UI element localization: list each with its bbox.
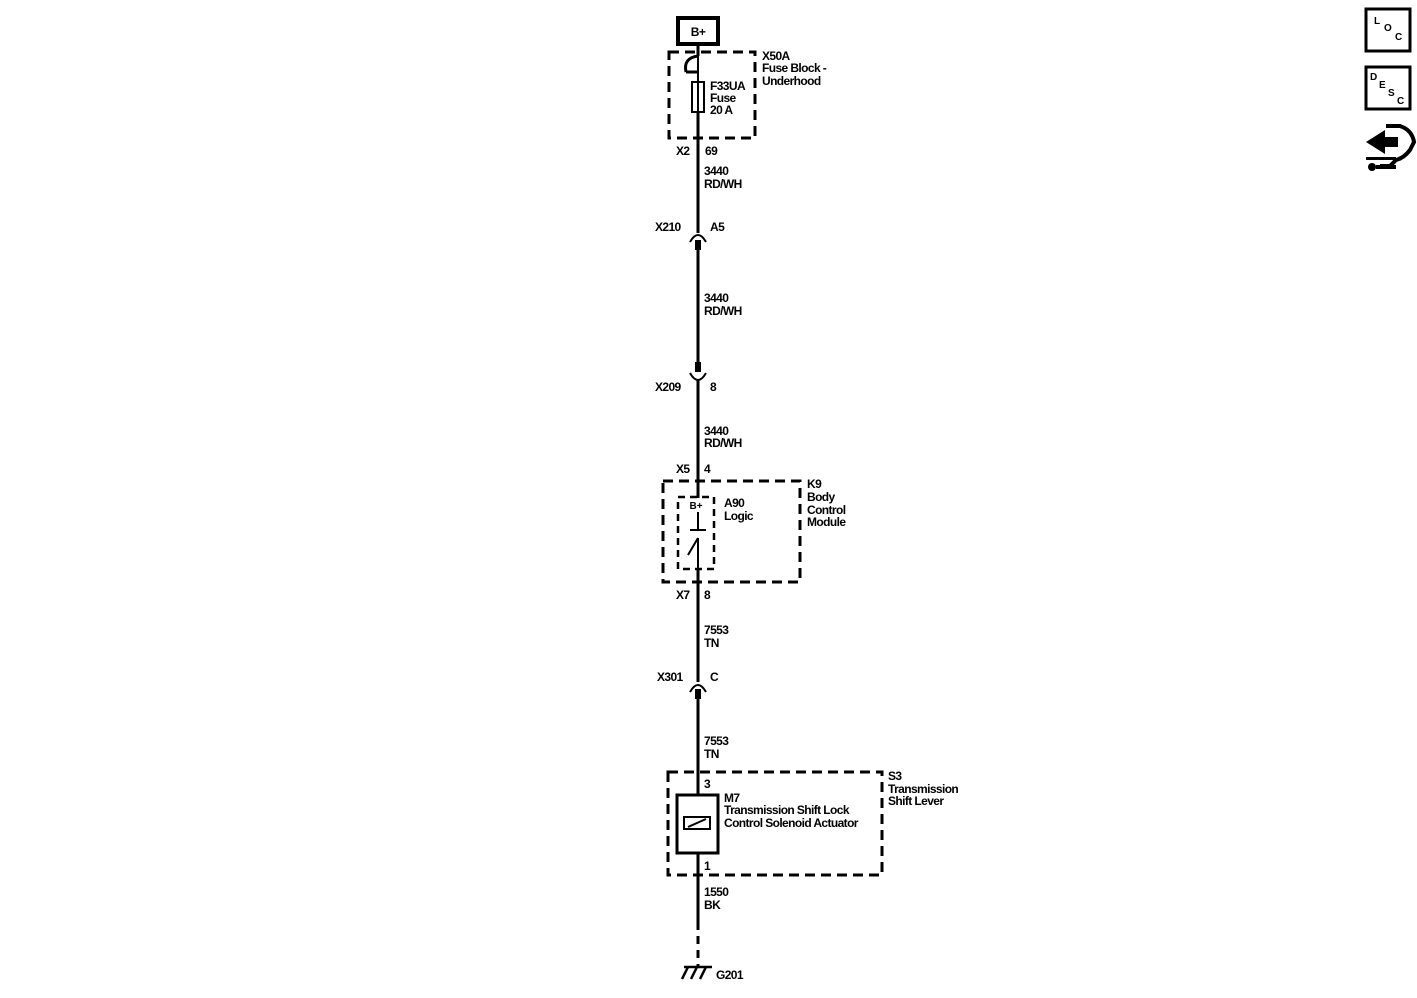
wire-6-circuit: 1550	[704, 885, 729, 899]
wire-4-circuit: 7553	[704, 623, 729, 637]
connector-x2-pin: 69	[705, 144, 718, 158]
connector-x209-name: X209	[655, 380, 682, 394]
connector-x210-pin: A5	[710, 220, 725, 234]
connector-end-view-icon[interactable]	[1366, 124, 1417, 171]
fuse-block-outline	[667, 50, 757, 140]
ground-icon[interactable]	[680, 965, 712, 980]
svg-text:L: L	[1374, 16, 1380, 27]
battery-positive-source: B+	[676, 16, 720, 46]
wire-5-circuit: 7553	[704, 734, 729, 748]
connector-x209-pin: 8	[710, 380, 717, 394]
svg-text:O: O	[1384, 23, 1392, 34]
shift-lever-top-pin: 3	[704, 777, 711, 791]
bcm-logic-outline	[676, 495, 716, 571]
wire-5-color: TN	[704, 747, 719, 761]
wire-3-color: RD/WH	[704, 436, 742, 450]
svg-text:S: S	[1388, 88, 1395, 99]
connector-x301-name: X301	[657, 670, 684, 684]
wire-1-circuit: 3440	[704, 164, 729, 178]
connector-x210[interactable]	[689, 234, 707, 250]
bcm-desc-2: Control	[807, 503, 846, 517]
wire-2-circuit: 3440	[704, 291, 729, 305]
connector-x210-name: X210	[655, 220, 682, 234]
fuse-block-desc-1: Fuse Block -	[762, 61, 827, 75]
wire-4-color: TN	[704, 636, 719, 650]
connector-x2-name: X2	[676, 144, 690, 158]
fuse-input-wire	[684, 44, 700, 74]
svg-text:E: E	[1379, 80, 1386, 91]
bcm-outline[interactable]	[661, 479, 802, 584]
svg-text:D: D	[1370, 72, 1377, 83]
wire-3-circuit: 3440	[704, 424, 729, 438]
connector-x5-name: X5	[676, 462, 690, 476]
power-label: B+	[691, 25, 706, 39]
solenoid-name: M7	[724, 791, 740, 805]
fuse-rating: 20 A	[710, 103, 733, 117]
connector-x209[interactable]	[689, 362, 707, 381]
shift-lever-bottom-pin: 1	[704, 859, 711, 873]
bcm-desc-3: Module	[807, 515, 846, 529]
description-view-icon[interactable]: D E S C	[1364, 65, 1412, 111]
connector-x7-name: X7	[676, 588, 690, 602]
svg-text:C: C	[1395, 32, 1402, 43]
fuse-block-desc-2: Underhood	[762, 74, 821, 88]
connector-x7-pin: 8	[704, 588, 711, 602]
fuse-block-name: X50A	[762, 49, 791, 63]
solenoid-symbol[interactable]	[675, 793, 720, 855]
location-view-icon[interactable]: L O C	[1364, 7, 1412, 53]
wire-6-color: BK	[704, 898, 721, 912]
bcm-desc-1: Body	[807, 490, 836, 504]
shift-lever-desc-2: Shift Lever	[888, 794, 944, 808]
svg-text:C: C	[1397, 96, 1404, 107]
fuse-symbol[interactable]	[691, 81, 705, 113]
ground-name: G201	[716, 968, 744, 982]
wire-1-color: RD/WH	[704, 177, 742, 191]
bcm-name: K9	[807, 477, 822, 491]
shift-lever-outline[interactable]	[666, 770, 884, 877]
bcm-logic-name: A90	[724, 496, 745, 510]
connector-x5-pin: 4	[704, 462, 711, 476]
shift-lever-desc-1: Transmission	[888, 782, 958, 796]
bcm-inner-supply: B+	[689, 501, 702, 512]
solenoid-desc-2: Control Solenoid Actuator	[724, 816, 859, 830]
connector-x301[interactable]	[689, 684, 707, 699]
fuse-type: Fuse	[710, 91, 737, 105]
fuse-name: F33UA	[710, 79, 746, 93]
shift-lever-name: S3	[888, 769, 902, 783]
bcm-low-side-switch	[687, 512, 706, 570]
wire-2-color: RD/WH	[704, 304, 742, 318]
solenoid-desc-1: Transmission Shift Lock	[724, 803, 850, 817]
connector-x301-pin: C	[710, 670, 719, 684]
bcm-logic-desc: Logic	[724, 509, 754, 523]
